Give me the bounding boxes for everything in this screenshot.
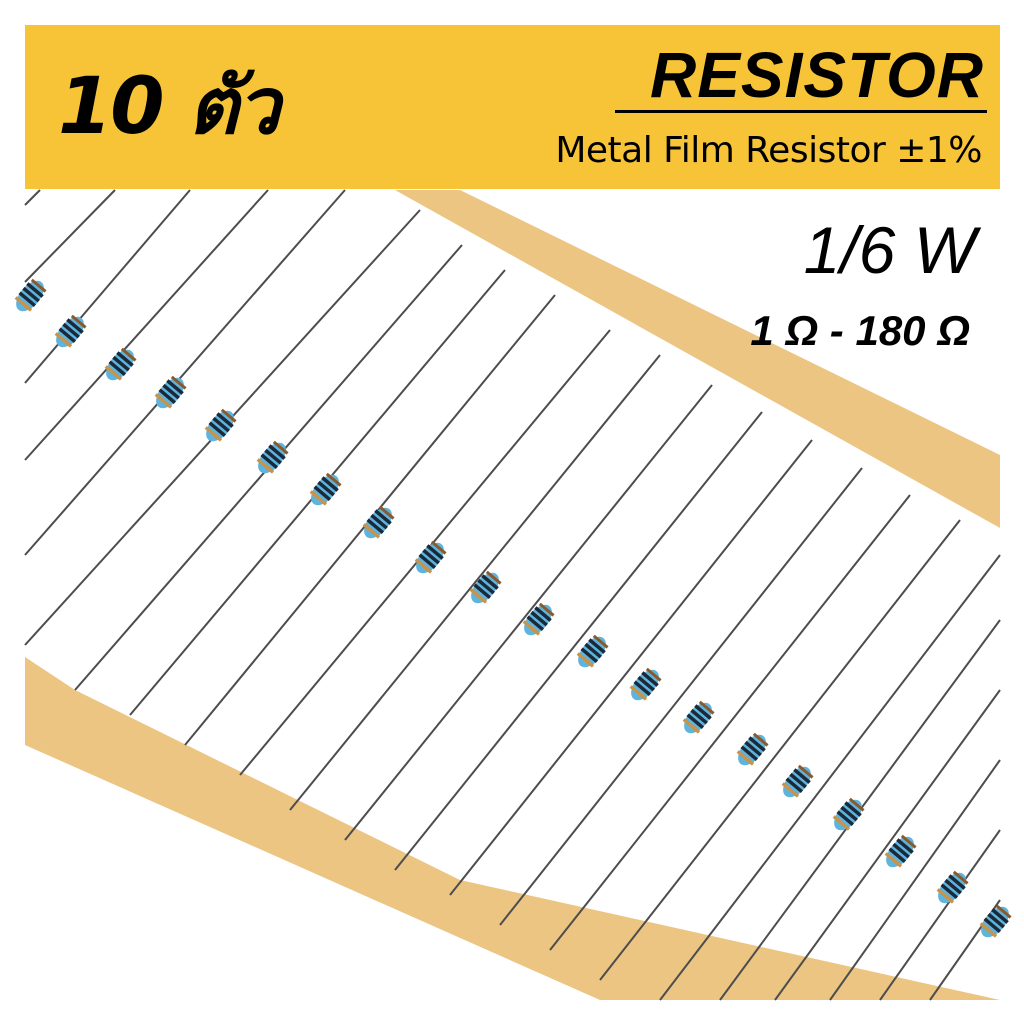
- title-banner: [25, 25, 1000, 189]
- product-title: RESISTOR: [650, 39, 984, 111]
- upper-tape-strip: [395, 190, 1000, 528]
- lower-tape-strip: [25, 657, 1000, 1000]
- power-rating: 1/6 W: [803, 213, 976, 287]
- resistor-bodies: [10, 275, 1015, 943]
- title-underline: [615, 110, 987, 113]
- product-subtitle: Metal Film Resistor ±1%: [555, 130, 982, 171]
- quantity-label: 10 ตัว: [58, 62, 280, 152]
- resistance-range: 1 Ω - 180 Ω: [750, 307, 970, 354]
